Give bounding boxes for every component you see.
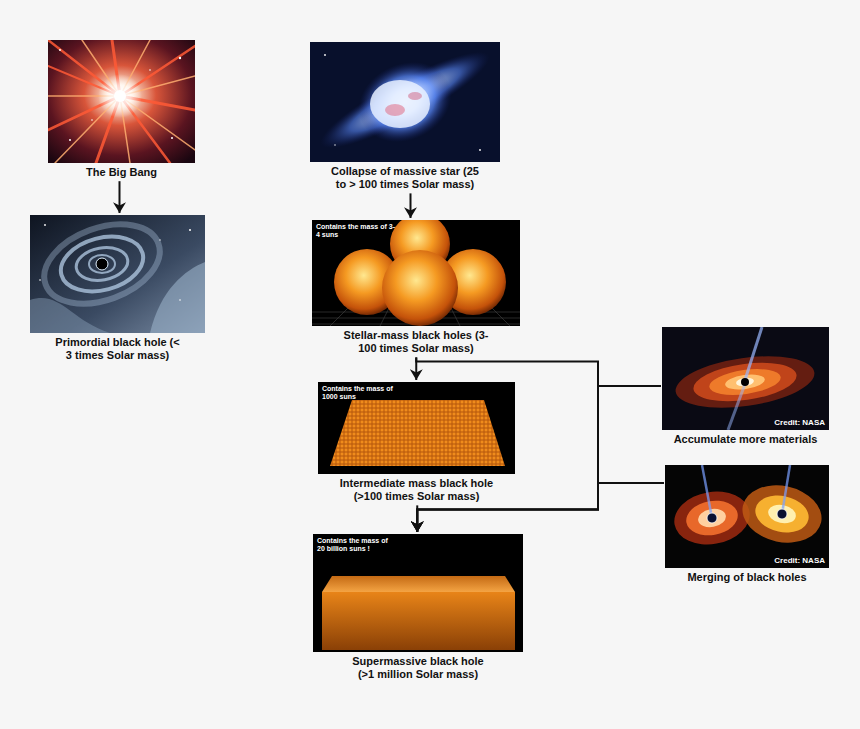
node-caption: Stellar-mass black holes (3-100 times So… (341, 329, 491, 355)
node-caption: Merging of black holes (665, 571, 829, 584)
picture-text-slot: Credit: NASA (774, 418, 825, 427)
image-node: Primordial black hole (< 3 times Solar m… (30, 215, 205, 362)
picture-area: Credit: NASA (665, 465, 829, 568)
connector-arrow (119, 181, 121, 213)
image-node: The Big Bang (48, 40, 195, 179)
billion-suns-picture (313, 534, 523, 652)
node-caption: Collapse of massive star (25 to > 100 ti… (310, 165, 500, 191)
image-node: Contains the mass of 3-4 sunsStellar-mas… (312, 220, 520, 355)
image-node: Credit: NASA Accumulate more materials (662, 327, 829, 446)
mass-note: Contains the mass of 3-4 suns (316, 223, 396, 239)
node-caption: The Big Bang (48, 166, 195, 179)
picture-text-slot: Contains the mass of 20 billion suns ! (317, 537, 397, 553)
picture-area: Contains the mass of 20 billion suns ! (313, 534, 523, 652)
image-credit: Credit: NASA (774, 556, 825, 565)
node-caption: Supermassive black hole (>1 million Sola… (346, 655, 491, 681)
picture-area (48, 40, 195, 163)
node-caption: Accumulate more materials (662, 433, 829, 446)
image-credit: Credit: NASA (774, 418, 825, 427)
mass-note: Contains the mass of 1000 suns (322, 385, 402, 401)
accretion-disk-picture (662, 327, 829, 430)
connector-arrow (410, 193, 412, 218)
big-bang-picture (48, 40, 195, 163)
node-caption: Primordial black hole (< 3 times Solar m… (53, 336, 183, 362)
image-node: Contains the mass of 1000 sunsIntermedia… (318, 382, 515, 503)
picture-area: Credit: NASA (662, 327, 829, 430)
picture-text-slot: Contains the mass of 3-4 suns (316, 223, 396, 239)
picture-area (310, 42, 500, 162)
image-node: Credit: NASA Merging of black holes (665, 465, 829, 584)
connector-arrow (416, 357, 598, 532)
stellar-mass-suns-picture (312, 220, 520, 326)
picture-area (30, 215, 205, 333)
image-node: Collapse of massive star (25 to > 100 ti… (310, 42, 500, 191)
picture-text-slot: Contains the mass of 1000 suns (322, 385, 402, 401)
primordial-black-hole-picture (30, 215, 205, 333)
image-node: Contains the mass of 20 billion suns ! Su… (313, 534, 523, 681)
mass-note: Contains the mass of 20 billion suns ! (317, 537, 397, 553)
thousand-suns-picture (318, 382, 515, 474)
picture-area: Contains the mass of 3-4 suns (312, 220, 520, 326)
node-caption: Intermediate mass black hole (>100 times… (333, 477, 501, 503)
picture-text-slot: Credit: NASA (774, 556, 825, 565)
merging-black-holes-picture (665, 465, 829, 568)
picture-area: Contains the mass of 1000 suns (318, 382, 515, 474)
collapsing-star-picture (310, 42, 500, 162)
